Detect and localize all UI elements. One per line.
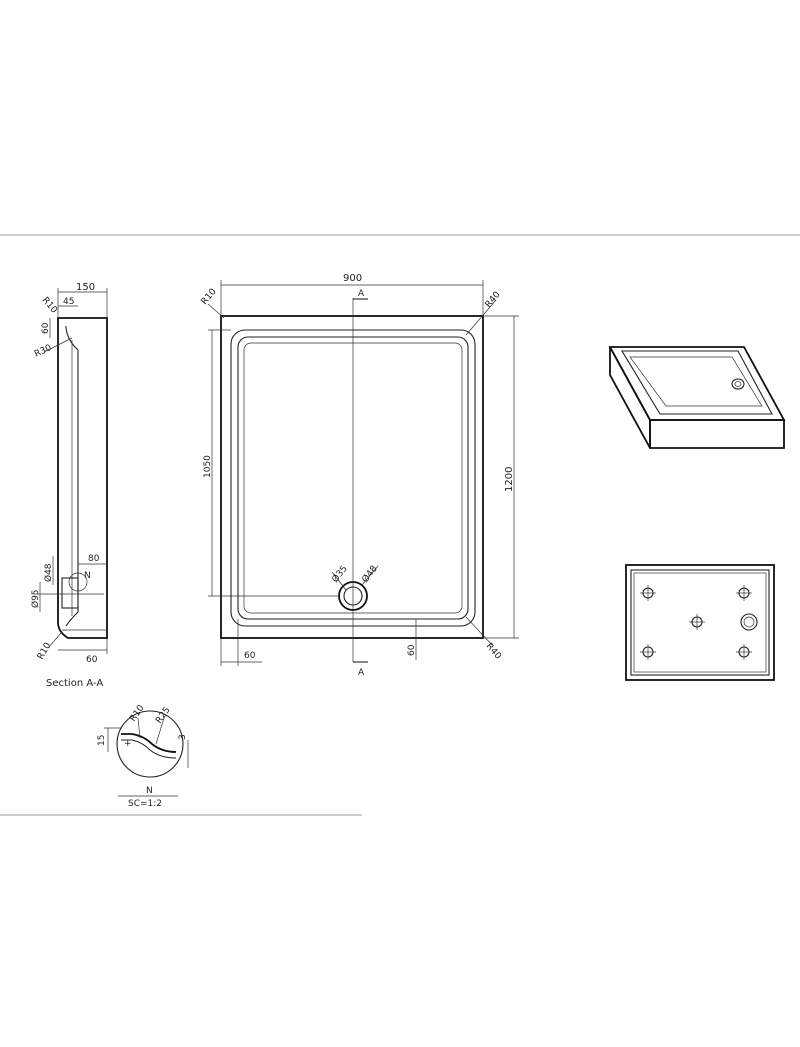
iso-front-face xyxy=(649,419,785,449)
underside-frame xyxy=(633,572,767,673)
isometric-view xyxy=(608,346,786,449)
section-view: N 150 45 R10 60 R30 80 Ø48 Ø95 R10 xyxy=(30,282,108,689)
waste-outer-dia: Ø48 xyxy=(360,563,380,585)
detail-label: N xyxy=(146,786,153,796)
detail-r10-leader xyxy=(137,717,141,739)
inner-length-dim-label: 1050 xyxy=(203,455,213,478)
dim-45-label: 45 xyxy=(63,297,74,307)
support-foot-1 xyxy=(640,585,656,601)
detail-plus-mark: + xyxy=(124,739,132,749)
underside-outline xyxy=(625,564,775,681)
iso-waste-outlet-inner xyxy=(734,381,742,387)
detail-view: + R10 R25 15 3 N SC=1:2 xyxy=(97,703,189,809)
dia-95-label: Ø95 xyxy=(30,589,41,608)
corner-radius-top-left: R10 xyxy=(200,287,219,307)
section-r30: R30 xyxy=(33,343,54,360)
support-foot-5 xyxy=(736,644,752,660)
rim-bottom-dim: 60 xyxy=(407,644,417,656)
section-r10-top: R10 xyxy=(40,296,59,316)
section-title: Section A-A xyxy=(46,678,103,689)
support-foot-4 xyxy=(640,644,656,660)
waste-inner-leader xyxy=(331,571,347,591)
corner-radius-top-right: R40 xyxy=(484,290,503,310)
section-r10-bottom: R10 xyxy=(36,641,54,662)
dia-48-label: Ø48 xyxy=(43,563,54,582)
section-profile-inner xyxy=(65,325,79,627)
iso-basin-rim xyxy=(621,350,773,415)
width-dim-label: 900 xyxy=(343,273,362,284)
dim-60-top-label: 60 xyxy=(41,322,51,334)
tray-outline xyxy=(220,315,484,639)
support-foot-2 xyxy=(736,585,752,601)
section-detail-mark: N xyxy=(84,571,91,581)
length-dim-label: 1200 xyxy=(504,467,515,492)
detail-3: 3 xyxy=(178,734,188,740)
section-detail-circle xyxy=(68,572,88,592)
r30-leader xyxy=(43,337,73,353)
detail-circle xyxy=(116,710,184,778)
section-mark-top: A xyxy=(358,289,365,299)
plan-view: A A 900 1200 1050 R10 R40 R40 Ø35 Ø48 6 xyxy=(200,273,519,678)
iso-basin-floor xyxy=(629,356,763,407)
dim-60-bottom-label: 60 xyxy=(86,655,98,665)
detail-scale: SC=1:2 xyxy=(128,799,162,809)
detail-r25: R25 xyxy=(154,705,172,725)
section-profile-outer xyxy=(57,317,108,639)
corner-radius-bottom-right: R40 xyxy=(484,642,503,662)
height-dim-label: 150 xyxy=(76,282,95,293)
detail-r25-leader xyxy=(155,717,165,745)
iso-left-face xyxy=(609,346,651,449)
waste-inner-dia: Ø35 xyxy=(330,563,350,584)
detail-r10: R10 xyxy=(128,703,147,723)
bottom-view xyxy=(625,564,775,681)
detail-15: 15 xyxy=(97,735,107,746)
r10-bottom-leader xyxy=(47,631,63,649)
detail-profile xyxy=(121,733,177,753)
r40-top-leader xyxy=(465,299,497,336)
detail-profile-lower xyxy=(121,739,177,759)
section-mark-bottom: A xyxy=(358,668,365,678)
support-foot-3 xyxy=(689,614,705,630)
iso-waste-outlet xyxy=(731,378,745,390)
r10-leader-plan xyxy=(207,303,225,319)
section-waste-body xyxy=(61,577,79,609)
dim-80-label: 80 xyxy=(88,554,100,564)
underside-waste-inner xyxy=(743,616,755,628)
iso-top-face xyxy=(608,346,786,421)
underside-inner xyxy=(630,569,770,676)
waste-outer-leader xyxy=(361,565,379,586)
underside-waste-outer xyxy=(740,613,758,631)
rim-left-dim: 60 xyxy=(244,651,256,661)
r40-bottom-leader xyxy=(465,616,493,646)
